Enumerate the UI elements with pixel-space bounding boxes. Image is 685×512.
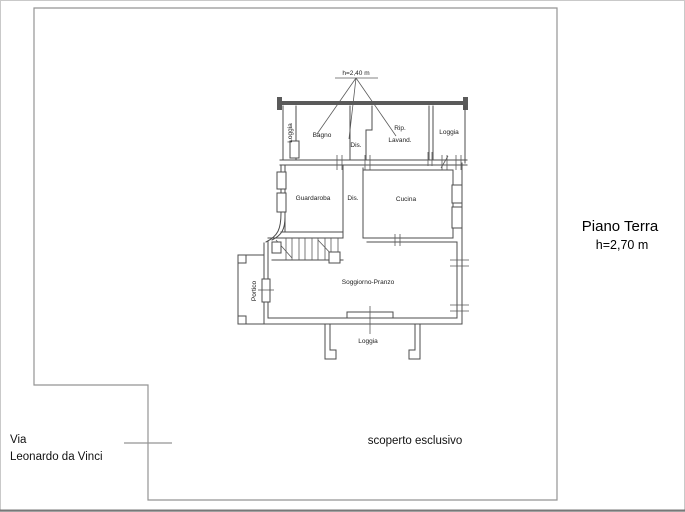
floor-height: h=2,70 m — [596, 238, 648, 252]
curved-wall-outer — [265, 212, 282, 243]
soggiorno-right-windows — [450, 259, 469, 312]
loggia-wall-left — [324, 323, 337, 360]
room-label-bagno: Bagno — [313, 132, 332, 139]
floor-title: Piano Terra — [582, 218, 659, 235]
guardaroba-window-1 — [276, 171, 287, 190]
door-window-ticks-top — [336, 155, 462, 170]
guardaroba-window-2 — [276, 192, 287, 213]
portico-pillar-top — [237, 254, 247, 264]
stair-treads — [285, 238, 339, 260]
room-label-rip: Rip. — [394, 125, 406, 132]
middle-rooms: Guardaroba Dis. Cucina — [265, 152, 463, 246]
room-label-loggia-left: Loggia — [287, 123, 294, 143]
stair-newel-right — [328, 251, 341, 264]
floor-divider-wall — [279, 159, 468, 166]
cucina-bottom-wall — [362, 237, 458, 243]
cucina-window-2 — [451, 206, 463, 229]
top-beam — [277, 97, 468, 110]
loggia-wall-right — [408, 323, 421, 360]
staircase — [267, 237, 344, 264]
soggiorno-pranzo-room: Soggiorno-Pranzo — [237, 240, 469, 334]
loggia-left-window — [289, 140, 300, 159]
stair-newel-left — [271, 241, 282, 254]
annotations-outside: Piano Terra h=2,70 m Via Leonardo da Vin… — [10, 218, 659, 463]
street-name-line1: Via — [10, 434, 27, 446]
bottom-loggia: Loggia — [324, 323, 421, 360]
annotation-leader-lines — [316, 77, 397, 140]
room-label-soggiorno: Soggiorno-Pranzo — [342, 279, 395, 286]
room-label-dis-top: Dis. — [350, 142, 361, 149]
property-boundary — [33, 7, 558, 501]
dis-rip-partition — [365, 105, 373, 161]
ticks-cucina-soggiorno — [394, 234, 401, 246]
upper-floor-rooms: Loggia Bagno Dis. Rip. Lavand. Loggia — [279, 105, 468, 170]
curved-wall-inner — [271, 216, 286, 241]
portico: Portico — [237, 254, 265, 325]
room-label-cucina: Cucina — [396, 196, 417, 203]
cucina-door-ticks — [427, 152, 449, 169]
room-label-lavanderia: Lavand. — [388, 137, 411, 144]
soggiorno-left-door — [261, 278, 271, 303]
cucina-window-1 — [451, 184, 463, 204]
room-label-loggia-right: Loggia — [439, 129, 459, 136]
room-label-dis-mid: Dis. — [347, 195, 358, 202]
open-area-label: scoperto esclusivo — [368, 435, 463, 447]
beam-left-cap — [277, 97, 282, 110]
beam-right-cap — [463, 97, 468, 110]
room-label-guardaroba: Guardaroba — [296, 195, 331, 202]
portico-pillar-bottom — [237, 315, 247, 325]
room-label-loggia-bottom: Loggia — [358, 338, 378, 345]
street-name-line2: Leonardo da Vinci — [10, 451, 103, 463]
height-annotation-label: h=2,40 m — [342, 70, 369, 77]
room-label-portico: Portico — [251, 281, 258, 302]
